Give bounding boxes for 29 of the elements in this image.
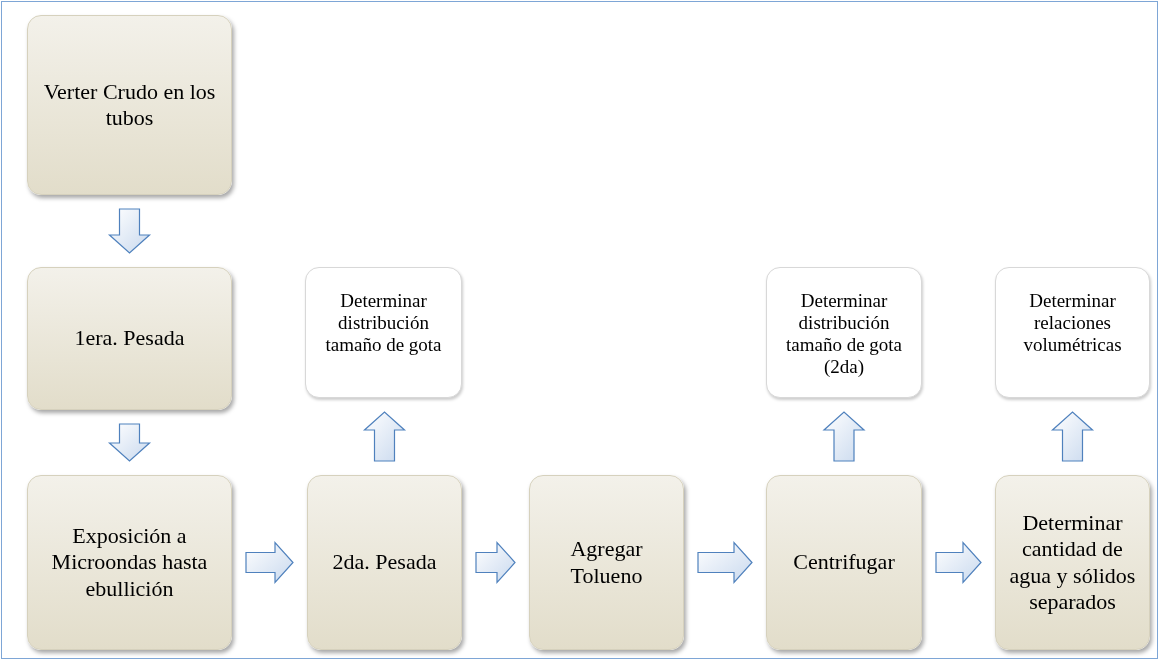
block-arrow <box>475 540 516 585</box>
block-arrow <box>1050 411 1095 462</box>
process-box <box>27 15 232 195</box>
block-arrow <box>107 423 152 462</box>
process-box <box>27 475 232 650</box>
box-text: Determinar relaciones volumétricas <box>1022 290 1123 356</box>
result-box <box>305 267 462 398</box>
box-text: Exposición a Microondas hasta ebullición <box>50 522 209 603</box>
process-box <box>766 475 922 650</box>
result-box <box>766 267 922 398</box>
block-arrow <box>822 411 866 462</box>
box-text: Agregar Tolueno <box>569 536 644 589</box>
block-arrow <box>697 540 753 585</box>
box-text: Determinar distribución tamaño de gota (2da) <box>784 290 904 378</box>
block-arrow <box>107 208 152 254</box>
block-arrow <box>935 540 982 585</box>
block-arrow <box>362 411 407 462</box>
box-text: Determinar cantidad de agua y sólidos separados <box>1008 509 1137 616</box>
box-text: 2da. Pesada <box>332 549 437 576</box>
box-text: Determinar distribución tamaño de gota <box>324 290 443 356</box>
process-box <box>307 475 462 650</box>
result-box <box>995 267 1150 398</box>
process-box <box>529 475 684 650</box>
block-arrow <box>245 540 294 585</box>
box-text: 1era. Pesada <box>74 325 185 352</box>
box-text: Centrifugar <box>793 549 895 576</box>
box-text: Verter Crudo en los tubos <box>42 78 217 132</box>
process-box <box>995 475 1150 650</box>
process-box <box>27 267 232 410</box>
